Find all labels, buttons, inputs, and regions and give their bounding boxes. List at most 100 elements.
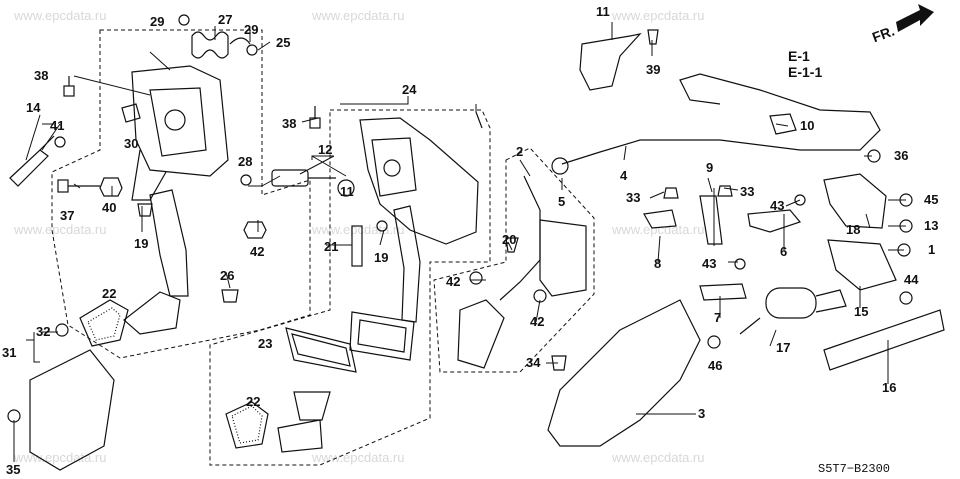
part-38-bolt: [309, 106, 321, 129]
callout-39[interactable]: 39: [646, 62, 661, 77]
part-20-clip: [505, 237, 519, 253]
pedal-arm-middle: [393, 205, 421, 323]
callout-45[interactable]: 45: [924, 192, 939, 207]
callout-30[interactable]: 30: [124, 136, 139, 151]
callout-13[interactable]: 13: [924, 218, 939, 233]
callout-28[interactable]: 28: [238, 154, 253, 169]
callout-23[interactable]: 23: [258, 336, 273, 351]
section-ref[interactable]: E-1: [788, 48, 810, 64]
leader-line: [649, 177, 739, 199]
callout-36[interactable]: 36: [894, 148, 909, 163]
part-7-bracket: [699, 283, 747, 301]
callout-29[interactable]: 29: [150, 14, 165, 29]
callout-9[interactable]: 9: [706, 160, 714, 175]
part-43-bolt: [794, 194, 806, 206]
brake-pedal-arm: [149, 189, 189, 297]
callout-40[interactable]: 40: [102, 200, 117, 215]
callout-43[interactable]: 43: [702, 256, 717, 271]
callout-41[interactable]: 41: [50, 118, 65, 133]
callout-8[interactable]: 8: [654, 256, 662, 271]
part-40-nut: [99, 177, 123, 197]
part-35-clip: [7, 409, 21, 423]
watermark: www.epcdata.ru: [312, 8, 405, 23]
callout-33[interactable]: 33: [626, 190, 641, 205]
callout-19[interactable]: 19: [374, 250, 389, 265]
part-8-bracket: [643, 209, 677, 229]
callout-42[interactable]: 42: [530, 314, 545, 329]
part-43-bolt: [734, 258, 746, 270]
callout-18[interactable]: 18: [846, 222, 861, 237]
callout-2[interactable]: 2: [516, 144, 524, 159]
callout-24[interactable]: 24: [402, 82, 417, 97]
group-frame: [51, 29, 311, 359]
part-21-switch: [351, 225, 363, 267]
callout-27[interactable]: 27: [218, 12, 233, 27]
callout-38[interactable]: 38: [34, 68, 49, 83]
part-4-cable: [561, 73, 881, 165]
callout-38[interactable]: 38: [282, 116, 297, 131]
callout-3[interactable]: 3: [698, 406, 706, 421]
part-33-clip: [663, 187, 679, 199]
callout-22[interactable]: 22: [246, 394, 261, 409]
part-12-switch: [271, 169, 336, 187]
callout-19[interactable]: 19: [134, 236, 149, 251]
part-1-nut: [897, 243, 911, 257]
leader-line: [26, 331, 58, 363]
callout-7[interactable]: 7: [714, 310, 722, 325]
callout-4[interactable]: 4: [620, 168, 628, 183]
callout-22[interactable]: 22: [102, 286, 117, 301]
part-28-nut: [240, 174, 252, 186]
callout-20[interactable]: 20: [502, 232, 517, 247]
part-32-clip: [55, 323, 69, 337]
leader-line: [611, 22, 653, 161]
group-frame: [433, 147, 595, 373]
leader-line: [785, 199, 906, 251]
callout-12[interactable]: 12: [318, 142, 333, 157]
part-45-bolt: [899, 193, 913, 207]
callout-11[interactable]: 11: [596, 4, 610, 19]
watermark: www.epcdata.ru: [312, 450, 405, 465]
callout-44[interactable]: 44: [904, 272, 919, 287]
callout-25[interactable]: 25: [276, 35, 291, 50]
callout-37[interactable]: 37: [60, 208, 75, 223]
callout-5[interactable]: 5: [558, 194, 566, 209]
callout-42[interactable]: 42: [446, 274, 461, 289]
callout-14[interactable]: 14: [26, 100, 41, 115]
callout-21[interactable]: 21: [324, 239, 339, 254]
callout-43[interactable]: 43: [770, 198, 785, 213]
callout-46[interactable]: 46: [708, 358, 723, 373]
section-ref[interactable]: E-1-1: [788, 64, 823, 80]
part-26-cushion: [221, 289, 239, 303]
callout-6[interactable]: 6: [780, 244, 788, 259]
part-42-nut: [243, 221, 267, 239]
part-38-bolt: [63, 76, 75, 97]
part-22-pad: [79, 299, 129, 347]
callout-35[interactable]: 35: [6, 462, 21, 477]
callout-33[interactable]: 33: [740, 184, 755, 199]
leader-line: [657, 188, 785, 263]
part-39-bolt: [647, 29, 659, 45]
callout-26[interactable]: 26: [220, 268, 235, 283]
callout-29[interactable]: 29: [244, 22, 259, 37]
leader-line: [775, 123, 872, 157]
part-33-clip: [717, 185, 733, 197]
diagram-code: S5T7−B2300: [818, 462, 891, 476]
brake-pedal-bracket: [131, 65, 229, 201]
callout-15[interactable]: 15: [854, 304, 869, 319]
callout-34[interactable]: 34: [526, 355, 541, 370]
callout-32[interactable]: 32: [36, 324, 51, 339]
callout-42[interactable]: 42: [250, 244, 265, 259]
callout-17[interactable]: 17: [776, 340, 791, 355]
callout-31[interactable]: 31: [2, 345, 17, 360]
callout-11[interactable]: 11: [340, 184, 354, 199]
callout-10[interactable]: 10: [800, 118, 815, 133]
accelerator-pedal: [457, 175, 587, 369]
part-10-clip: [769, 113, 797, 135]
part-15-bracket: [827, 239, 897, 291]
callout-16[interactable]: 16: [882, 380, 897, 395]
part-44-bolt: [899, 291, 913, 305]
part-31-cover: [29, 349, 115, 471]
callout-1[interactable]: 1: [928, 242, 936, 257]
part-42-nut: [533, 289, 547, 303]
